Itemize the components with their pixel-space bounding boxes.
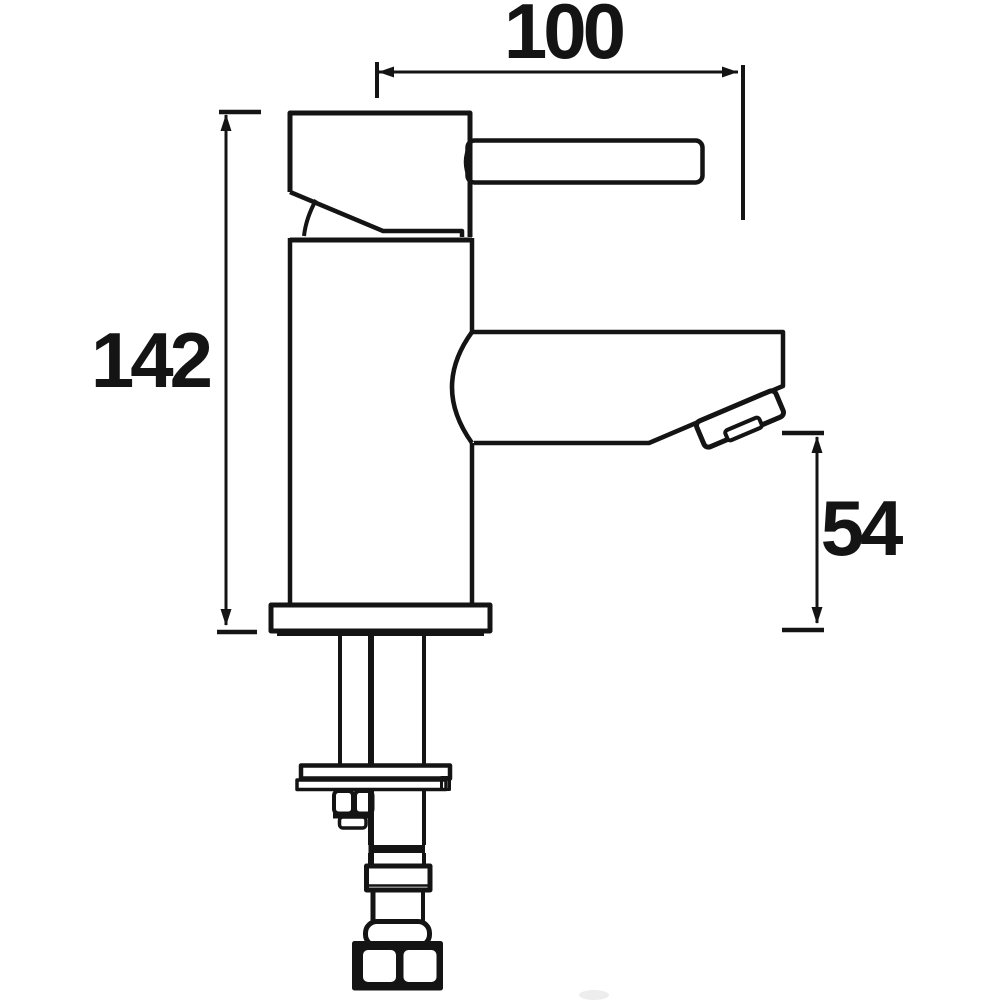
dim-54-arrow-top [811, 436, 823, 453]
clamp-washer-tab [440, 776, 451, 791]
scan-artifact [579, 990, 609, 1000]
dim-100-label: 100 [504, 0, 624, 75]
hose-joint-band [368, 845, 425, 853]
dim-54-arrow-bottom [811, 607, 823, 624]
stud-end-fitting [337, 815, 368, 830]
spout [472, 329, 786, 446]
handle-housing [287, 110, 473, 237]
dim-142-label: 142 [91, 316, 211, 404]
spout-aerator-slot [723, 415, 764, 443]
dim-142-arrow-top [220, 114, 232, 131]
spout-junction-arc [449, 330, 474, 445]
spout-outlet [694, 388, 786, 450]
clamp-washer-lower [295, 778, 448, 792]
dimension-height-142: 142 [91, 109, 261, 635]
dim-142-arrow-bottom [220, 609, 232, 626]
dim-100-arrow-left [378, 66, 394, 78]
connector-nut-facet-right [400, 947, 440, 985]
dimension-spout-54: 54 [782, 430, 907, 633]
backnut-facet-left [332, 789, 355, 816]
faucet-outline [268, 110, 786, 991]
connector-nut-facet-left [360, 947, 399, 985]
dim-100-arrow-right [722, 66, 738, 78]
dimension-width-100: 100 [375, 0, 745, 220]
handle-pivot-arc [302, 199, 318, 237]
dim-54-label: 54 [821, 484, 903, 572]
base-plate [268, 602, 493, 634]
clamp-washer-upper [298, 763, 453, 781]
handle-housing-chamfer [289, 189, 465, 237]
hose-collar [364, 863, 433, 893]
handle-lever [465, 138, 705, 185]
